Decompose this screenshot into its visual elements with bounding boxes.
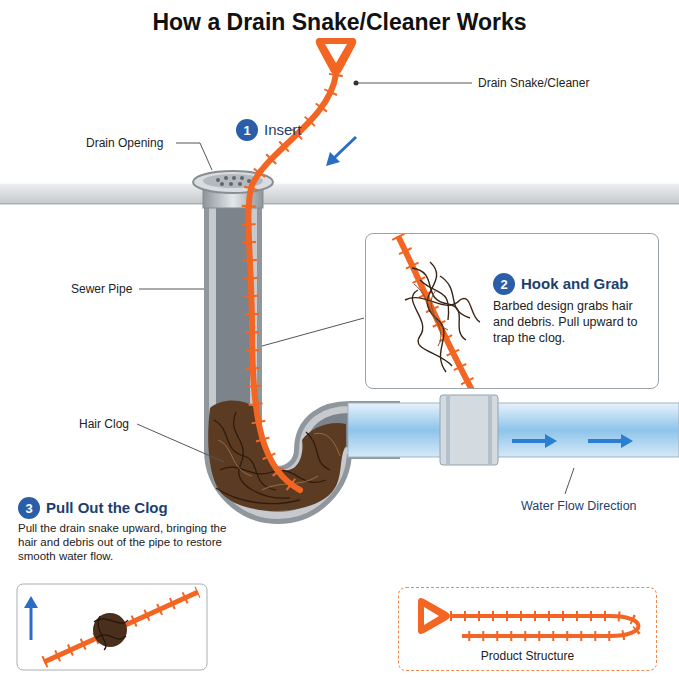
step-heading: Pull Out the Clog [46,499,168,516]
step-description: Barbed design grabs hair and debris. Pul… [493,298,649,346]
step-number-circle: 2 [493,273,515,295]
callout-number: 1 [236,119,258,141]
callout-number: 2 [493,273,515,295]
part-label: Hair Clog [79,417,129,431]
product-panel: Product Structure [398,587,657,671]
part-label: Sewer Pipe [71,282,132,296]
step-number-circle: 3 [18,497,40,519]
step-heading: Hook and Grab [521,275,629,292]
part-label: Drain Opening [86,136,163,150]
step-description: Pull the drain snake upward, bringing th… [18,521,238,563]
step-number-circle: 1 [236,119,258,141]
inset-panel: Hook and GrabBarbed design grabs hair an… [365,233,659,389]
panel-caption: Product Structure [399,649,656,663]
callout-number: 3 [18,497,40,519]
part-label: Drain Snake/Cleaner [478,76,589,90]
diagram-title: How a Drain Snake/Cleaner Works [0,9,679,36]
step-label: Insert [264,121,302,138]
flow-label: Water Flow Direction [521,499,637,513]
